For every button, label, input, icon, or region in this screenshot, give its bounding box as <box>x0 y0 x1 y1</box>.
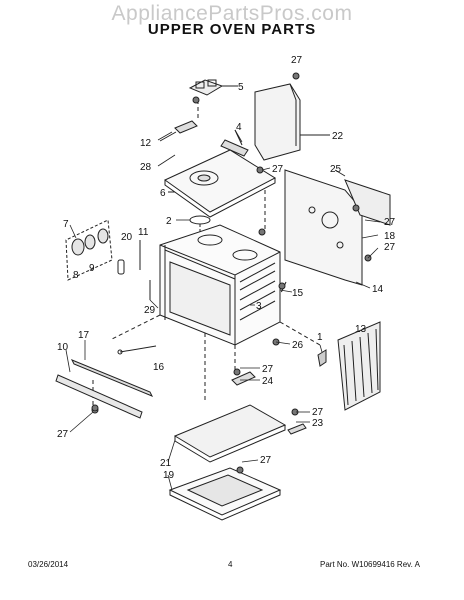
callout-4: 4 <box>236 122 242 133</box>
callout-6: 6 <box>160 188 166 199</box>
callout-9: 9 <box>89 263 95 274</box>
callout-8: 8 <box>73 270 79 281</box>
callout-15: 15 <box>292 288 304 299</box>
callout-29: 29 <box>144 305 156 316</box>
part-7-8-9-knobs <box>65 219 113 281</box>
page-title: UPPER OVEN PARTS <box>147 21 317 38</box>
callout-22: 22 <box>332 131 344 142</box>
callout-26: 26 <box>292 340 304 351</box>
part-6-top-panel <box>164 149 277 218</box>
callout-25: 25 <box>330 164 342 175</box>
part-1-clip <box>317 349 327 367</box>
part-20-clip <box>117 259 125 275</box>
callout-1: 1 <box>317 332 323 343</box>
part-24-bracket <box>231 371 256 386</box>
callout-21: 21 <box>160 458 172 469</box>
callout-13: 13 <box>355 324 367 335</box>
callout-labels: 27 5 4 22 12 28 27 25 6 2 27 7 11 20 18 … <box>57 55 396 481</box>
callout-27: 27 <box>260 455 272 466</box>
part-12-bracket <box>159 120 198 142</box>
callout-16: 16 <box>153 362 165 373</box>
callout-5: 5 <box>238 82 244 93</box>
part-10-vent-bar <box>55 374 143 419</box>
callout-17: 17 <box>78 330 90 341</box>
callout-27: 27 <box>262 364 274 375</box>
callout-23: 23 <box>312 418 324 429</box>
callout-27: 27 <box>291 55 303 66</box>
callout-3: 3 <box>256 301 262 312</box>
callout-12: 12 <box>140 138 152 149</box>
callout-28: 28 <box>140 162 152 173</box>
callout-20: 20 <box>121 232 133 243</box>
watermark: AppliancePartsPros.com <box>111 2 353 25</box>
callout-2: 2 <box>166 216 172 227</box>
leader-lines <box>65 85 381 491</box>
callout-14: 14 <box>372 284 384 295</box>
part-19-bottom-tray <box>168 467 282 521</box>
oven-cavity <box>159 224 281 346</box>
callout-27: 27 <box>384 242 396 253</box>
part-11-probe <box>139 240 151 300</box>
part-22-rear-panel <box>254 83 330 161</box>
callout-19: 19 <box>163 470 175 481</box>
footer-page-number: 4 <box>228 560 233 569</box>
part-17-trim <box>70 359 154 397</box>
part-23-bracket <box>287 423 307 435</box>
footer-part-number: Part No. W10699416 Rev. A <box>320 560 420 569</box>
callout-27: 27 <box>57 429 69 440</box>
callout-18: 18 <box>384 231 396 242</box>
callout-27: 27 <box>272 164 284 175</box>
callout-10: 10 <box>57 342 69 353</box>
callout-27: 27 <box>384 217 396 228</box>
callout-27: 27 <box>312 407 324 418</box>
callout-11: 11 <box>138 227 149 238</box>
part-5-sensor <box>188 79 238 96</box>
part-14-side-panel <box>284 169 391 286</box>
part-21-bottom-panel <box>173 404 287 463</box>
footer-date: 03/26/2014 <box>28 560 69 569</box>
callout-24: 24 <box>262 376 274 387</box>
part-16-rod <box>117 345 157 355</box>
part-13-rack <box>337 321 381 411</box>
callout-7: 7 <box>63 219 69 230</box>
